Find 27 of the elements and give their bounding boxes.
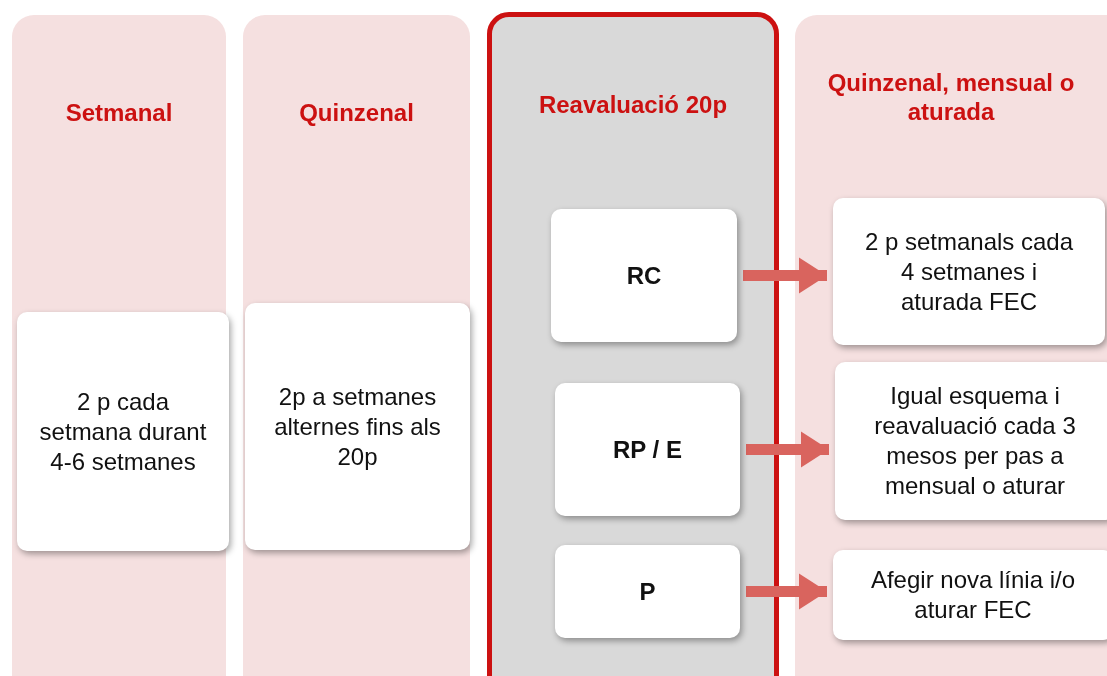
column-heading: Quinzenal	[299, 99, 414, 126]
text-box	[833, 198, 1105, 345]
text-box	[17, 312, 229, 551]
box-text: 2p a setmanes alternes fins als 20p	[273, 381, 442, 472]
box-text: P	[638, 576, 657, 607]
column-heading: Setmanal	[65, 99, 173, 126]
box-text: Afegir nova línia i/o aturar FEC	[869, 565, 1077, 625]
column-panel	[12, 15, 226, 676]
arrow	[746, 431, 829, 468]
column-panel	[243, 15, 470, 676]
box-text: 2 p cada setmana durant 4-6 setmanes	[38, 386, 208, 477]
column-heading: Quinzenal, mensual o aturada	[826, 68, 1076, 126]
text-box	[551, 209, 737, 342]
text-box	[245, 303, 470, 550]
text-box	[833, 550, 1107, 640]
box-text: 2 p setmanals cada 4 setmanes i aturada FEC	[863, 226, 1075, 317]
box-text: Igual esquema i reavaluació cada 3 mesos per pas a mensual o aturar	[873, 381, 1077, 501]
arrow	[746, 573, 827, 610]
text-box	[835, 362, 1107, 520]
text-box	[555, 545, 740, 638]
arrow	[743, 257, 827, 294]
column-panel	[795, 15, 1107, 676]
box-text: RC	[625, 260, 663, 291]
column-heading: Reavaluació 20p	[538, 91, 728, 118]
text-box	[555, 383, 740, 516]
highlighted-column-panel	[487, 12, 779, 676]
box-text: RP / E	[612, 434, 683, 465]
